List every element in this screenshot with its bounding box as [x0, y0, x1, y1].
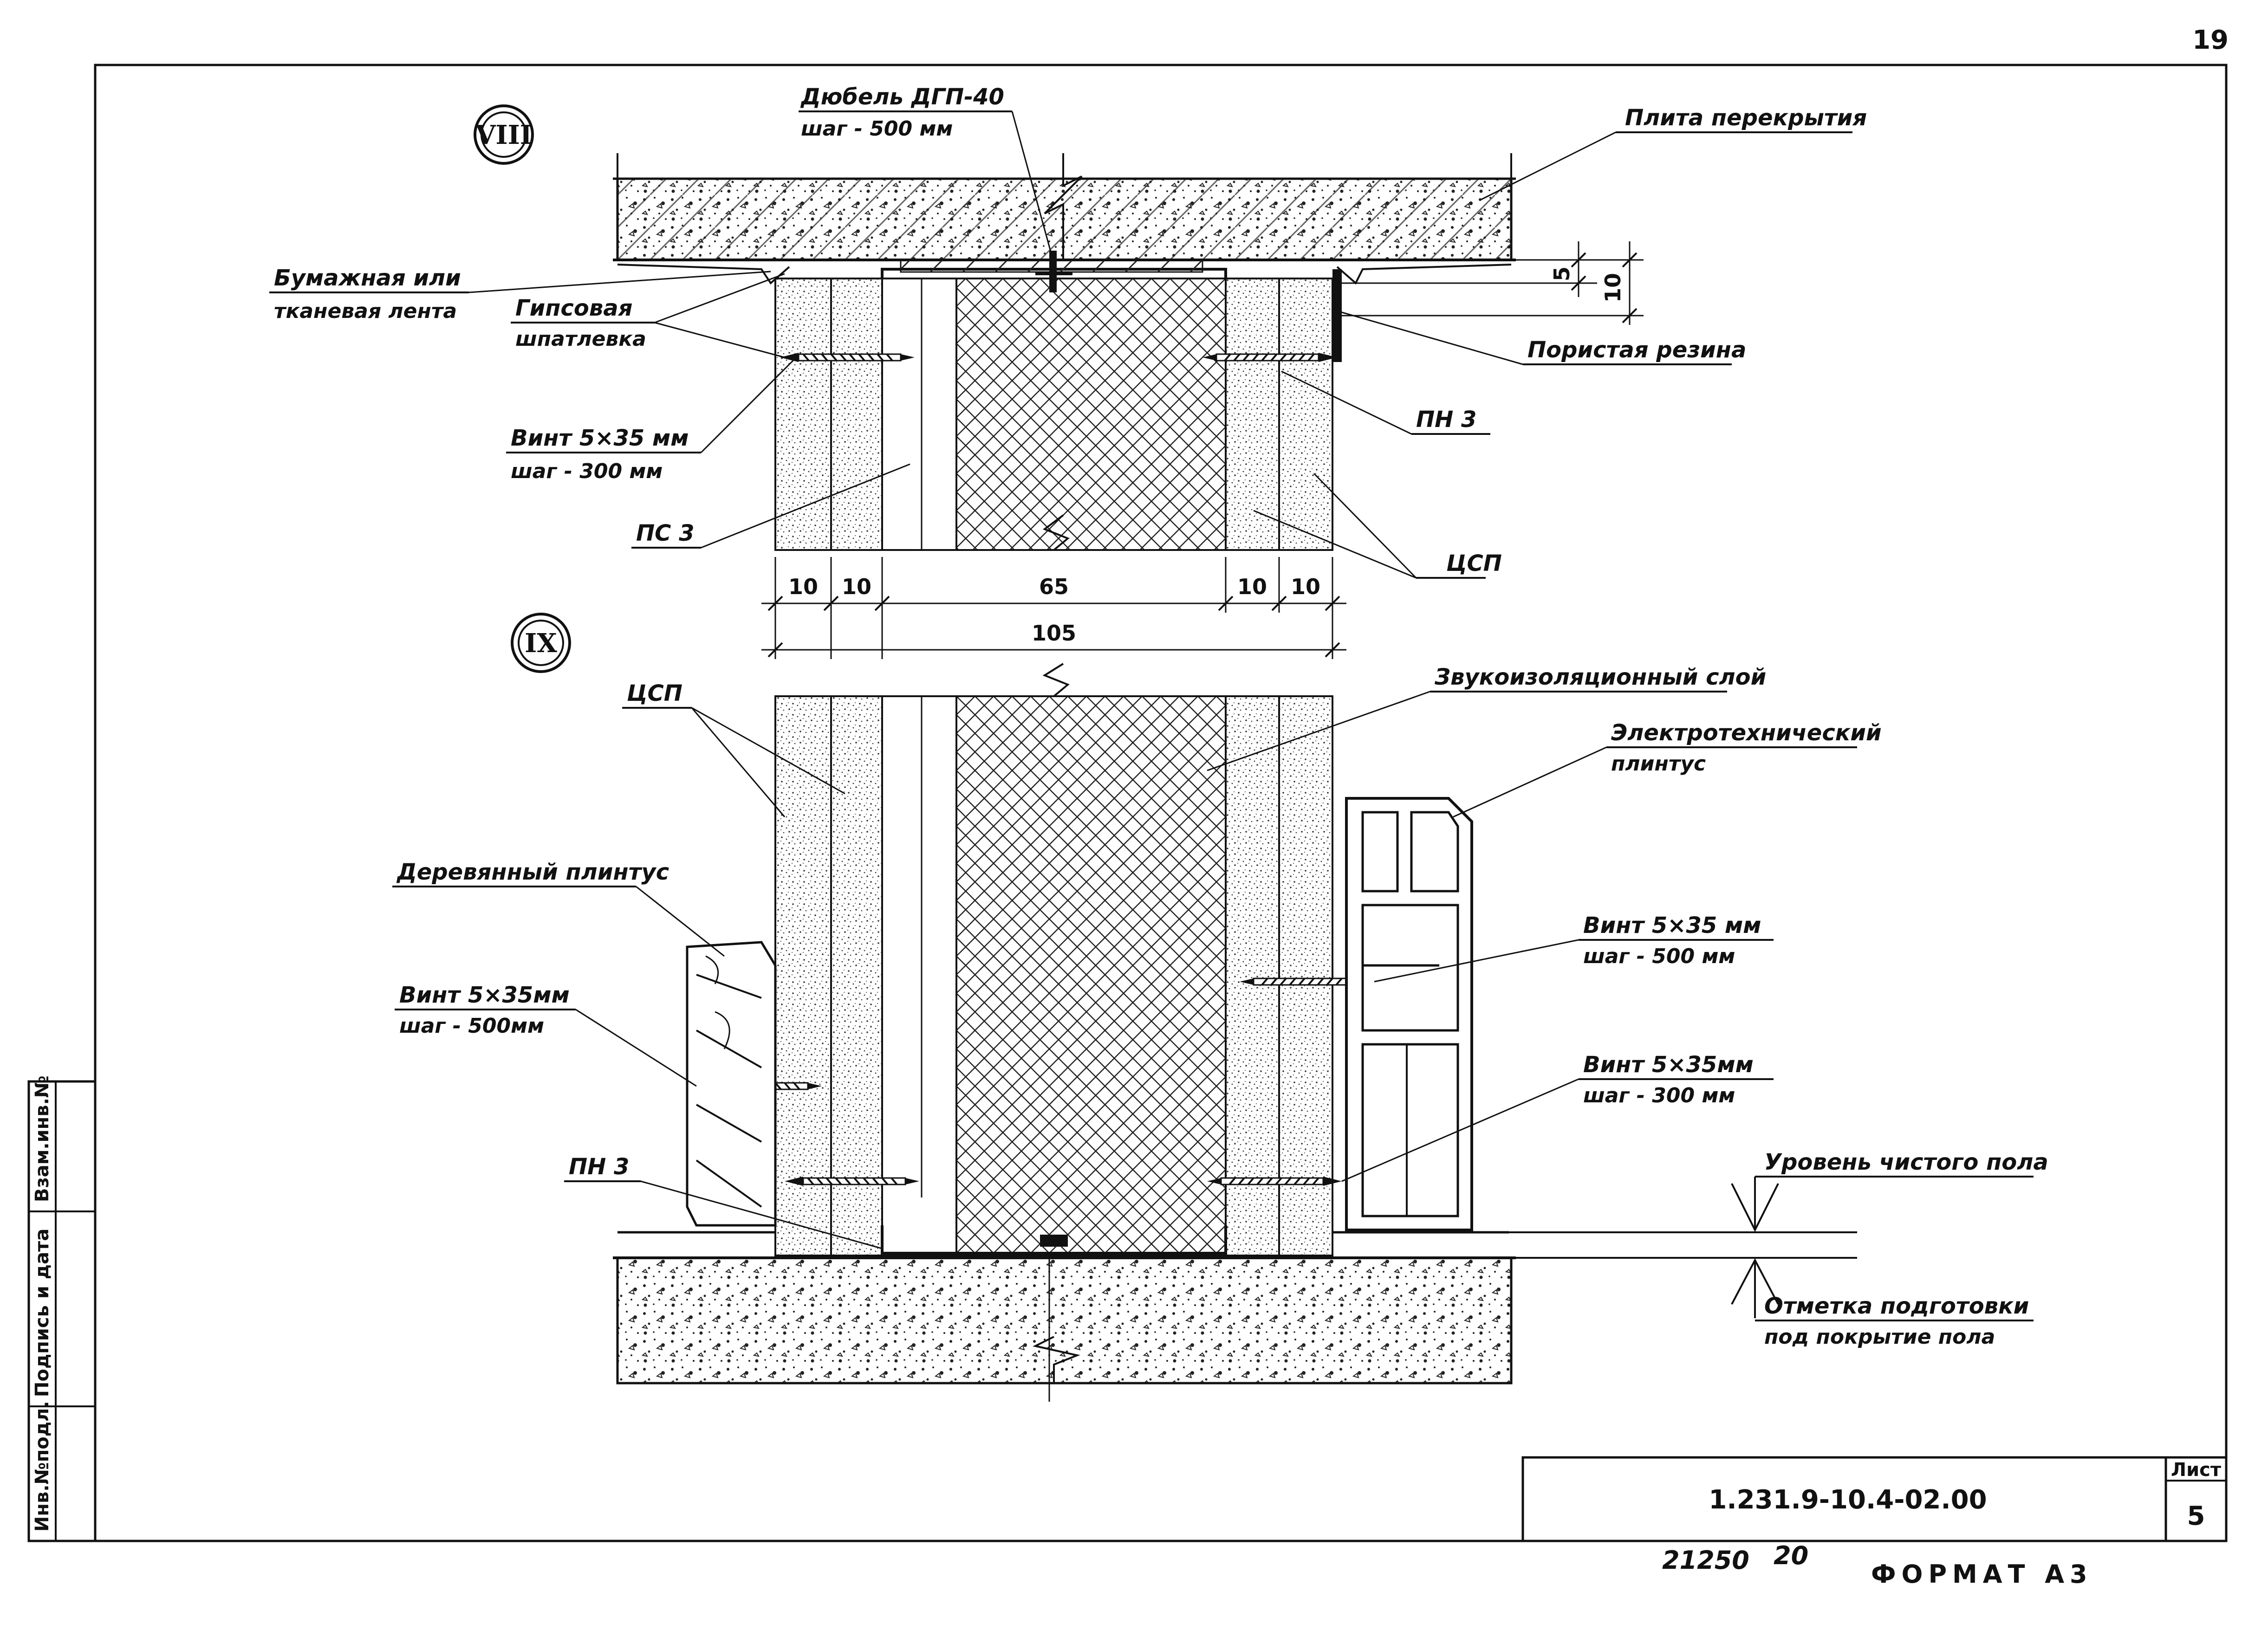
wooden-skirting: [686, 941, 777, 1227]
label-screw-r1: Винт 5×35 мм: [1583, 913, 1761, 938]
dim-v1: 5: [1549, 266, 1574, 281]
dim-total: 105: [1032, 621, 1076, 646]
label-sound-layer: Звукоизоляционный слой: [1434, 664, 1766, 690]
sheet-label: Лист: [2171, 1459, 2222, 1481]
label-rubber: Пористая резина: [1527, 337, 1746, 363]
label-slab: Плита перекрытия: [1625, 105, 1867, 131]
electrical-skirting: [1345, 797, 1473, 1231]
dim-v2: 10: [1600, 273, 1625, 303]
detail-viii: VIII: [269, 84, 1867, 659]
label-screw-l: Винт 5×35мм: [399, 982, 570, 1008]
label-screw-upper-step: шаг - 300 мм: [511, 460, 663, 483]
label-ps3: ПС 3: [636, 520, 695, 546]
side-stamp: Инв.№подл. Подпись и дата Взам.инв.№: [27, 1075, 97, 1542]
label-elec-skirting-1: Электротехнический: [1611, 720, 1882, 746]
dim-csp-1: 10: [788, 574, 818, 599]
drawing-frame: [94, 64, 2228, 1542]
dim-csp-3: 10: [1237, 574, 1267, 599]
floor-slab: [613, 1231, 1516, 1402]
dim-frame: 65: [1039, 574, 1069, 599]
footer-copy: 20: [1774, 1541, 1808, 1570]
label-dowel: Дюбель ДГП-40: [800, 84, 1004, 110]
label-elec-skirting-2: плинтус: [1611, 752, 1706, 776]
label-prep-mark-2: под покрытие пола: [1764, 1325, 1995, 1349]
title-block: 1.231.9-10.4-02.00 Лист 5: [1521, 1456, 2228, 1542]
label-wood-skirting: Деревянный плинтус: [396, 859, 669, 885]
stamp-signature-date: Подпись и дата: [32, 1229, 53, 1397]
page-number: 19: [2192, 25, 2229, 55]
label-screw-l-step: шаг - 500мм: [399, 1014, 544, 1038]
label-putty-2: шпатлевка: [515, 327, 646, 351]
label-pn3-upper: ПН 3: [1416, 407, 1476, 433]
label-screw-r2-step: шаг - 300 мм: [1583, 1084, 1735, 1107]
label-pn3-lower: ПН 3: [569, 1154, 629, 1180]
label-dowel-step: шаг - 500 мм: [801, 117, 953, 141]
label-screw-r1-step: шаг - 500 мм: [1583, 945, 1735, 968]
labels-lower: ЦСП Звукоизоляционный слой Электротехнич…: [392, 664, 2048, 1349]
level-markers: [1509, 1177, 1857, 1318]
detail-viii-marker: [474, 104, 534, 165]
label-screw-upper: Винт 5×35 мм: [511, 425, 689, 451]
document-code: 1.231.9-10.4-02.00: [1709, 1485, 1987, 1515]
stamp-replacement-inv: Взам.инв.№: [32, 1075, 53, 1202]
label-putty-1: Гипсовая: [515, 295, 632, 321]
sheet-number: 5: [2187, 1501, 2205, 1531]
label-floor-level: Уровень чистого пола: [1764, 1149, 2048, 1175]
detail-ix-marker: [511, 613, 571, 673]
labels-upper: Дюбель ДГП-40 шаг - 500 мм Плита перекры…: [269, 84, 1867, 579]
wall-section-lower: [686, 663, 1375, 1256]
label-tape-1: Бумажная или: [274, 265, 461, 291]
detail-viii-label: VIII: [475, 120, 532, 150]
dim-csp-4: 10: [1291, 574, 1320, 599]
detail-ix-label: IX: [525, 628, 557, 659]
ceiling-slab: [613, 153, 1516, 261]
label-csp-upper: ЦСП: [1446, 550, 1502, 576]
footer-inventory: 21250: [1662, 1546, 1749, 1575]
detail-ix: IX: [392, 613, 2048, 1402]
wall-section-upper: [774, 251, 1342, 551]
label-prep-mark-1: Отметка подготовки: [1764, 1293, 2029, 1319]
stamp-inv-orig: Инв.№подл.: [32, 1401, 53, 1532]
label-tape-2: тканевая лента: [274, 299, 457, 323]
sheet-format: ФОРМАТ А3: [1871, 1560, 2093, 1589]
dim-csp-2: 10: [842, 574, 871, 599]
label-csp-lower: ЦСП: [627, 680, 682, 706]
label-screw-r2: Винт 5×35мм: [1583, 1052, 1754, 1078]
dimensions-upper: 10 10 65 10 10 105 5 10: [761, 241, 1644, 659]
